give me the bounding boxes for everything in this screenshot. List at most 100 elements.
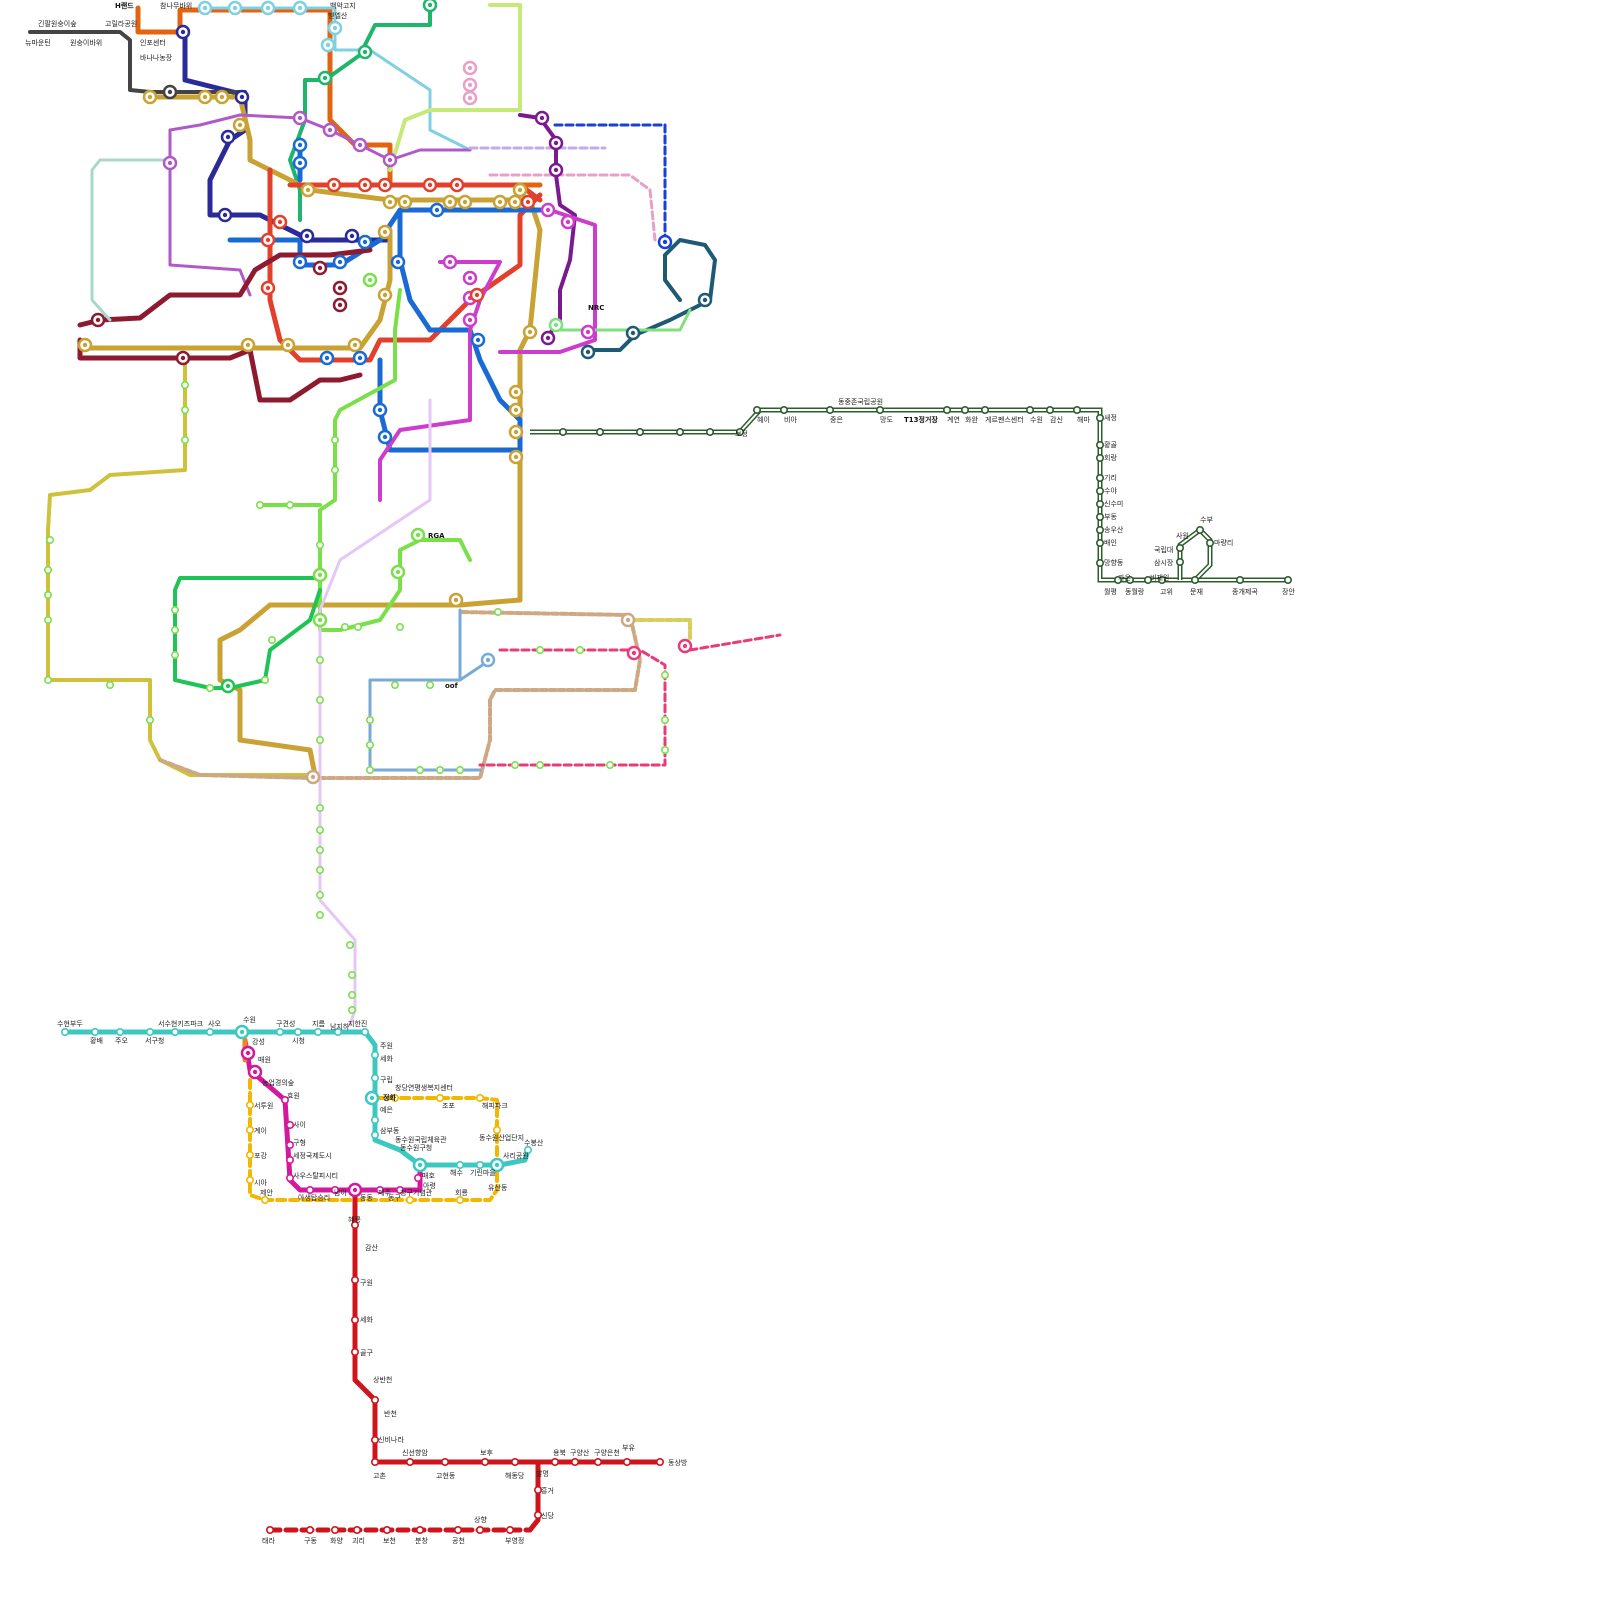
- station[interactable]: [45, 617, 51, 623]
- station[interactable]: [349, 992, 355, 998]
- station[interactable]: [437, 1095, 443, 1101]
- station[interactable]: [247, 1177, 253, 1183]
- station[interactable]: [1177, 559, 1183, 565]
- station[interactable]: [677, 429, 683, 435]
- station[interactable]: [262, 1197, 268, 1203]
- station[interactable]: [247, 1152, 253, 1158]
- station[interactable]: [317, 805, 323, 811]
- station[interactable]: [172, 607, 178, 613]
- station[interactable]: [367, 742, 373, 748]
- station[interactable]: [607, 762, 613, 768]
- station[interactable]: [1097, 501, 1103, 507]
- station[interactable]: [457, 767, 463, 773]
- station[interactable]: [362, 1029, 368, 1035]
- station[interactable]: [877, 407, 883, 413]
- station[interactable]: [781, 407, 787, 413]
- station[interactable]: [269, 637, 275, 643]
- station[interactable]: [624, 1459, 630, 1465]
- station[interactable]: [372, 1117, 378, 1123]
- station[interactable]: [62, 1029, 68, 1035]
- station[interactable]: [352, 1317, 358, 1323]
- station[interactable]: [267, 1527, 273, 1533]
- station[interactable]: [172, 627, 178, 633]
- station[interactable]: [352, 1277, 358, 1283]
- station[interactable]: [172, 1029, 178, 1035]
- station[interactable]: [494, 1127, 500, 1133]
- station[interactable]: [372, 1052, 378, 1058]
- station[interactable]: [1197, 527, 1203, 533]
- station[interactable]: [317, 737, 323, 743]
- station[interactable]: [507, 1527, 513, 1533]
- station[interactable]: [754, 407, 760, 413]
- station[interactable]: [317, 867, 323, 873]
- station[interactable]: [442, 1459, 448, 1465]
- station[interactable]: [457, 1162, 463, 1168]
- station[interactable]: [45, 677, 51, 683]
- station[interactable]: [552, 1459, 558, 1465]
- station[interactable]: [560, 429, 566, 435]
- station[interactable]: [577, 647, 583, 653]
- station[interactable]: [1177, 545, 1183, 551]
- station[interactable]: [512, 762, 518, 768]
- station[interactable]: [45, 592, 51, 598]
- station[interactable]: [247, 1102, 253, 1108]
- station[interactable]: [182, 407, 188, 413]
- station[interactable]: [332, 467, 338, 473]
- station[interactable]: [367, 717, 373, 723]
- station[interactable]: [317, 657, 323, 663]
- station[interactable]: [1207, 540, 1213, 546]
- station[interactable]: [1097, 415, 1103, 421]
- station[interactable]: [495, 609, 501, 615]
- station[interactable]: [277, 1029, 283, 1035]
- station[interactable]: [347, 942, 353, 948]
- station[interactable]: [352, 1349, 358, 1355]
- station[interactable]: [662, 672, 668, 678]
- station[interactable]: [315, 1029, 321, 1035]
- station[interactable]: [1097, 488, 1103, 494]
- station[interactable]: [372, 1132, 378, 1138]
- station[interactable]: [595, 1459, 601, 1465]
- station[interactable]: [662, 717, 668, 723]
- station[interactable]: [417, 1527, 423, 1533]
- station[interactable]: [317, 912, 323, 918]
- station[interactable]: [349, 972, 355, 978]
- station[interactable]: [1097, 527, 1103, 533]
- station[interactable]: [47, 537, 53, 543]
- station[interactable]: [317, 542, 323, 548]
- station[interactable]: [182, 437, 188, 443]
- station[interactable]: [537, 762, 543, 768]
- station[interactable]: [1097, 514, 1103, 520]
- station[interactable]: [372, 1459, 378, 1465]
- station[interactable]: [107, 682, 113, 688]
- station[interactable]: [207, 685, 213, 691]
- station[interactable]: [317, 827, 323, 833]
- station[interactable]: [1097, 455, 1103, 461]
- station[interactable]: [307, 1527, 313, 1533]
- station[interactable]: [512, 1459, 518, 1465]
- station[interactable]: [317, 697, 323, 703]
- station[interactable]: [372, 1397, 378, 1403]
- station[interactable]: [415, 1175, 421, 1181]
- station[interactable]: [477, 1095, 483, 1101]
- station[interactable]: [207, 1029, 213, 1035]
- station[interactable]: [1074, 407, 1080, 413]
- station[interactable]: [457, 1197, 463, 1203]
- station[interactable]: [1097, 560, 1103, 566]
- station[interactable]: [1027, 407, 1033, 413]
- station[interactable]: [597, 429, 603, 435]
- station[interactable]: [1097, 475, 1103, 481]
- station[interactable]: [117, 1029, 123, 1035]
- station[interactable]: [332, 1527, 338, 1533]
- station[interactable]: [147, 1029, 153, 1035]
- station[interactable]: [637, 429, 643, 435]
- station[interactable]: [537, 647, 543, 653]
- station[interactable]: [367, 767, 373, 773]
- station[interactable]: [45, 567, 51, 573]
- station[interactable]: [437, 767, 443, 773]
- station[interactable]: [827, 407, 833, 413]
- station[interactable]: [372, 1075, 378, 1081]
- station[interactable]: [707, 429, 713, 435]
- station[interactable]: [247, 1127, 253, 1133]
- station[interactable]: [317, 892, 323, 898]
- station[interactable]: [295, 1029, 301, 1035]
